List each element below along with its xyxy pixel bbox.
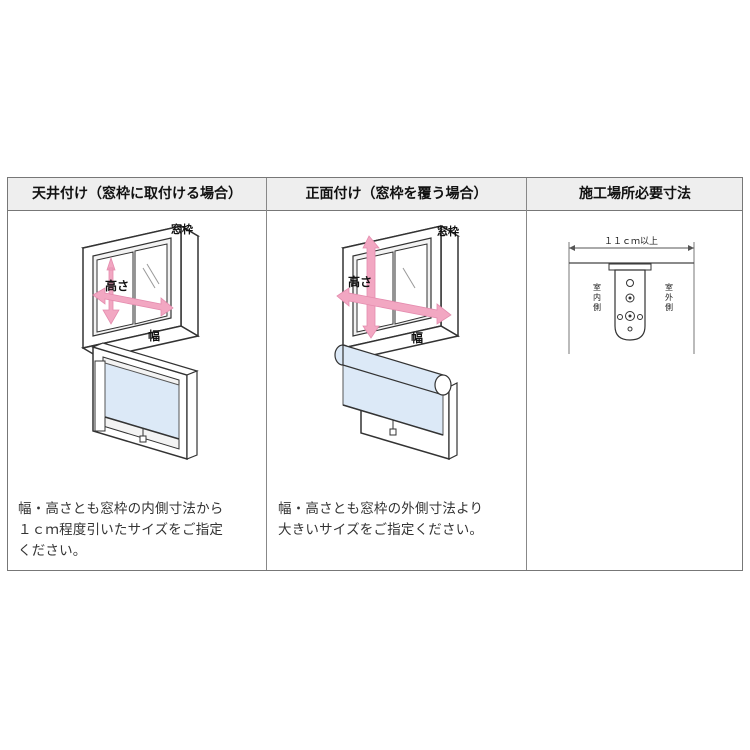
frame-label: 窓枠 <box>171 222 193 236</box>
dimension-label: １１ｃｍ以上 <box>604 236 658 247</box>
header-required-space: 施工場所必要寸法 <box>579 186 691 202</box>
frame-label: 窓枠 <box>437 224 459 238</box>
front-mount-caption: 幅・高さとも窓枠の外側寸法より 大きいサイズをご指定ください。 <box>278 499 523 541</box>
ceiling-mount-window-illustration: 高さ 幅 窓枠 <box>80 222 201 359</box>
width-label: 幅 <box>411 330 423 345</box>
header-front-mount: 正面付け（窓枠を覆う場合） <box>305 186 488 202</box>
header-ceiling-mount: 天井付け（窓枠に取付ける場合） <box>32 186 242 202</box>
caption-line: 幅・高さとも窓枠の外側寸法より <box>278 501 484 517</box>
required-space-diagram: １１ｃｍ以上 室内側 室外側 <box>568 236 695 354</box>
front-mount-window-illustration: 高さ 幅 窓枠 <box>336 224 461 359</box>
ceiling-mount-blind-illustration <box>91 342 199 461</box>
comparison-table: 天井付け（窓枠に取付ける場合） 正面付け（窓枠を覆う場合） 施工場所必要寸法 高… <box>7 177 743 571</box>
caption-line: 大きいサイズをご指定ください。 <box>278 522 484 538</box>
height-label: 高さ <box>348 274 372 289</box>
front-mount-blind-illustration <box>334 344 458 461</box>
width-label: 幅 <box>148 328 160 343</box>
caption-line: ください。 <box>18 543 87 559</box>
height-label: 高さ <box>105 278 129 293</box>
ceiling-mount-caption: 幅・高さとも窓枠の内側寸法から １ｃｍ程度引いたサイズをご指定 ください。 <box>18 499 263 562</box>
column-divider <box>266 178 267 570</box>
table-header-row <box>8 178 742 211</box>
indoor-side-label: 室内側 <box>593 282 601 312</box>
caption-line: １ｃｍ程度引いたサイズをご指定 <box>18 522 224 538</box>
outdoor-side-label: 室外側 <box>665 282 673 312</box>
caption-line: 幅・高さとも窓枠の内側寸法から <box>18 501 224 517</box>
column-divider <box>526 178 527 570</box>
